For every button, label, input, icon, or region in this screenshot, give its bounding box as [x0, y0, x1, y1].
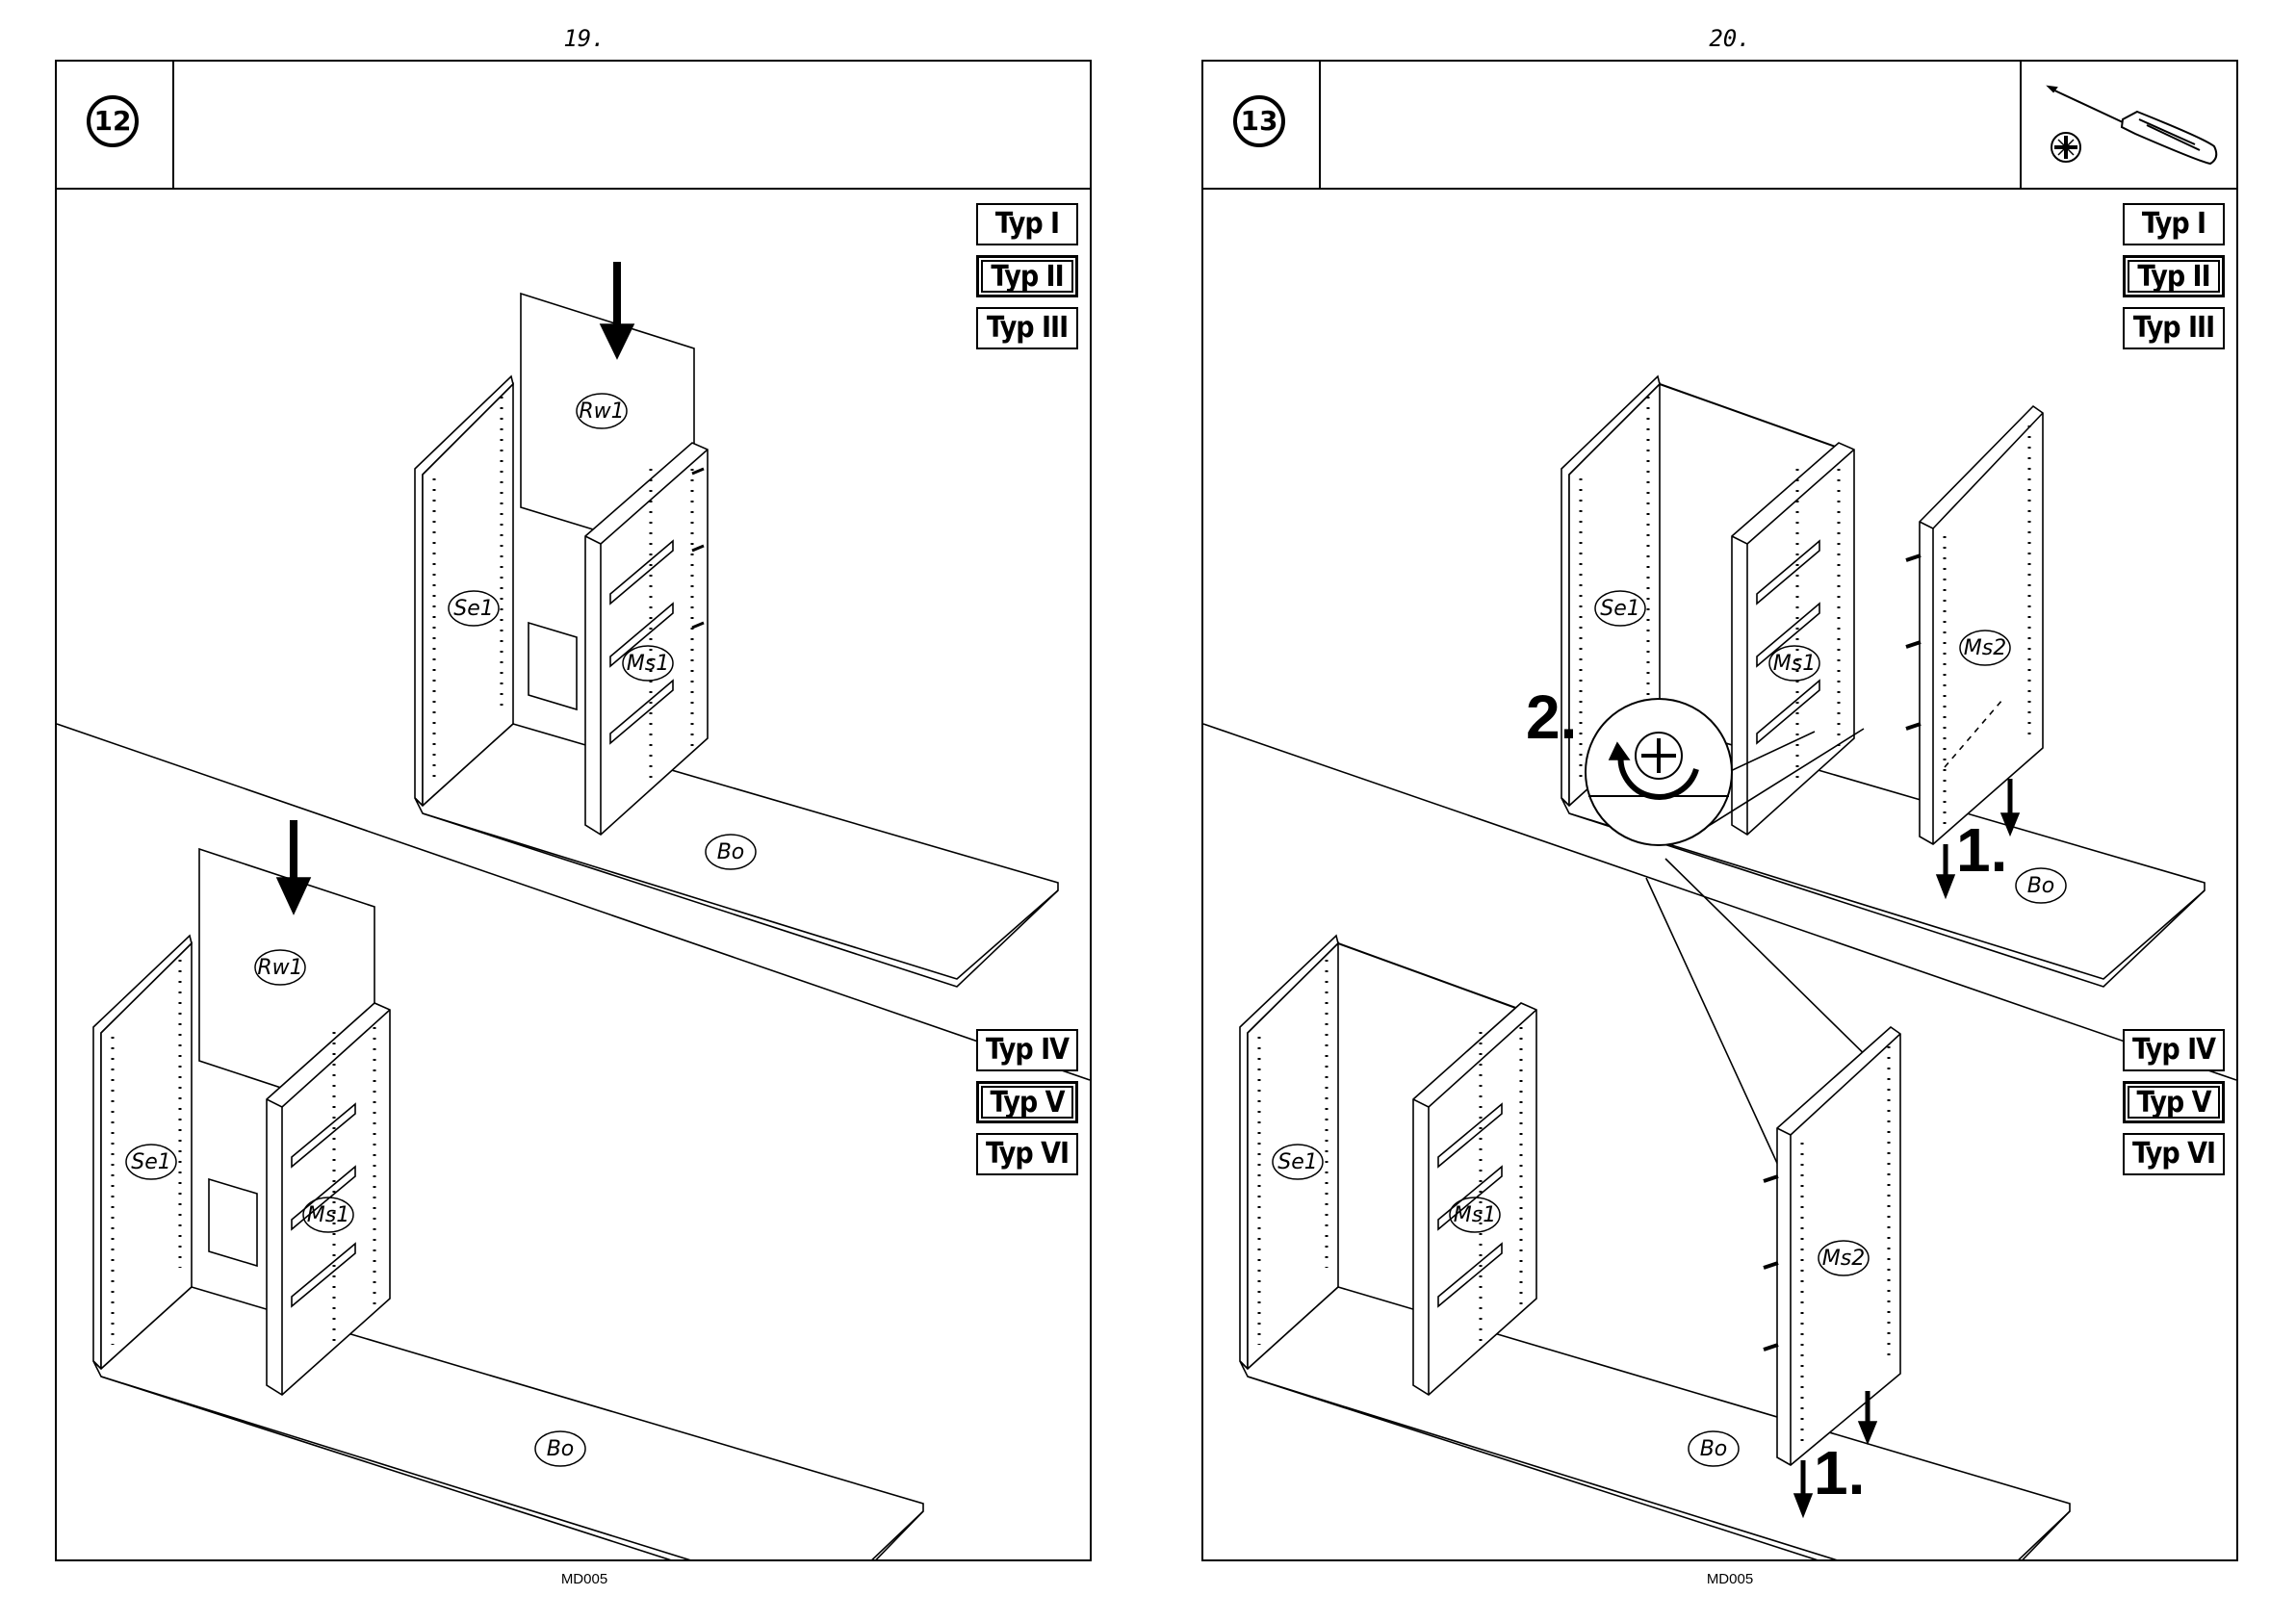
part-label-ms1: Ms1 [627, 652, 669, 676]
part-label-bo: Bo [547, 1437, 575, 1461]
typ-group-4-6: Typ IV Typ V Typ VI [2123, 1029, 2225, 1185]
typ-badge: Typ III [2123, 307, 2225, 349]
part-label-bo: Bo [717, 840, 745, 864]
step-number-badge: 12 [87, 95, 139, 147]
page-number: 20. [1634, 25, 1826, 52]
upper-cabinet [1561, 376, 2205, 987]
typ-badge-active: Typ V [2123, 1081, 2225, 1123]
typ-badge: Typ VI [976, 1133, 1078, 1175]
typ-badge: Typ IV [976, 1029, 1078, 1071]
typ-badge: Typ III [976, 307, 1078, 349]
footer-code: MD005 [488, 1571, 681, 1587]
typ-badge: Typ VI [2123, 1133, 2225, 1175]
tool-cell [2020, 62, 2236, 188]
part-label-bo: Bo [2027, 874, 2055, 898]
opening [529, 623, 577, 709]
page-number: 19. [488, 25, 681, 52]
part-label-bo: Bo [1700, 1437, 1728, 1461]
typ-badge-active: Typ II [2123, 255, 2225, 297]
typ-badge: Typ IV [2123, 1029, 2225, 1071]
step-mark-screw: 2. [1526, 682, 1577, 752]
part-label-ms1: Ms1 [1773, 652, 1816, 676]
footer-code: MD005 [1634, 1571, 1826, 1587]
panel-header: 12 [57, 62, 1090, 190]
part-label-rw1: Rw1 [257, 956, 302, 980]
step-number-badge: 13 [1233, 95, 1285, 147]
typ-group-4-6: Typ IV Typ V Typ VI [976, 1029, 1078, 1185]
panel-header: 13 [1203, 62, 2236, 190]
typ-group-1-3: Typ I Typ II Typ III [976, 203, 1078, 359]
typ-badge-active: Typ II [976, 255, 1078, 297]
step-number-cell: 13 [1203, 62, 1321, 188]
pozidriv-bit-icon [2051, 133, 2080, 162]
step-mark-insert: 1. [1814, 1438, 1865, 1507]
typ-badge-active: Typ V [976, 1081, 1078, 1123]
upper-cabinet [415, 294, 1058, 987]
part-label-ms1: Ms1 [1454, 1203, 1496, 1227]
lower-cabinet [1240, 936, 2070, 1559]
part-label-se1: Se1 [1277, 1150, 1318, 1174]
part-label-ms2: Ms2 [1822, 1247, 1865, 1271]
part-label-se1: Se1 [131, 1150, 171, 1174]
assembly-illustration: 2. 1. 1. Se1 Ms1 Ms2 Bo Se1 Ms1 Ms2 Bo [1203, 190, 2236, 1559]
step-mark-insert: 1. [1956, 815, 2007, 885]
middle-side-2-panel [1920, 406, 2043, 844]
assembly-illustration: Rw1 Se1 Ms1 Bo Rw1 Se1 Ms1 Bo [57, 190, 1090, 1559]
phillips-screwdriver-icon [2022, 62, 2234, 188]
part-label-ms1: Ms1 [307, 1203, 349, 1227]
typ-badge: Typ I [976, 203, 1078, 245]
part-label-se1: Se1 [453, 597, 494, 621]
bottom-panel [1240, 1287, 2070, 1559]
lower-cabinet [93, 849, 923, 1559]
step-number-cell: 12 [57, 62, 174, 188]
part-label-rw1: Rw1 [579, 399, 624, 424]
typ-badge: Typ I [2123, 203, 2225, 245]
instruction-panel-step-13: 13 [1201, 60, 2238, 1561]
part-label-ms2: Ms2 [1964, 636, 2006, 660]
typ-group-1-3: Typ I Typ II Typ III [2123, 203, 2225, 359]
bottom-panel [93, 1287, 923, 1559]
part-label-se1: Se1 [1600, 597, 1640, 621]
instruction-panel-step-12: 12 [55, 60, 1092, 1561]
